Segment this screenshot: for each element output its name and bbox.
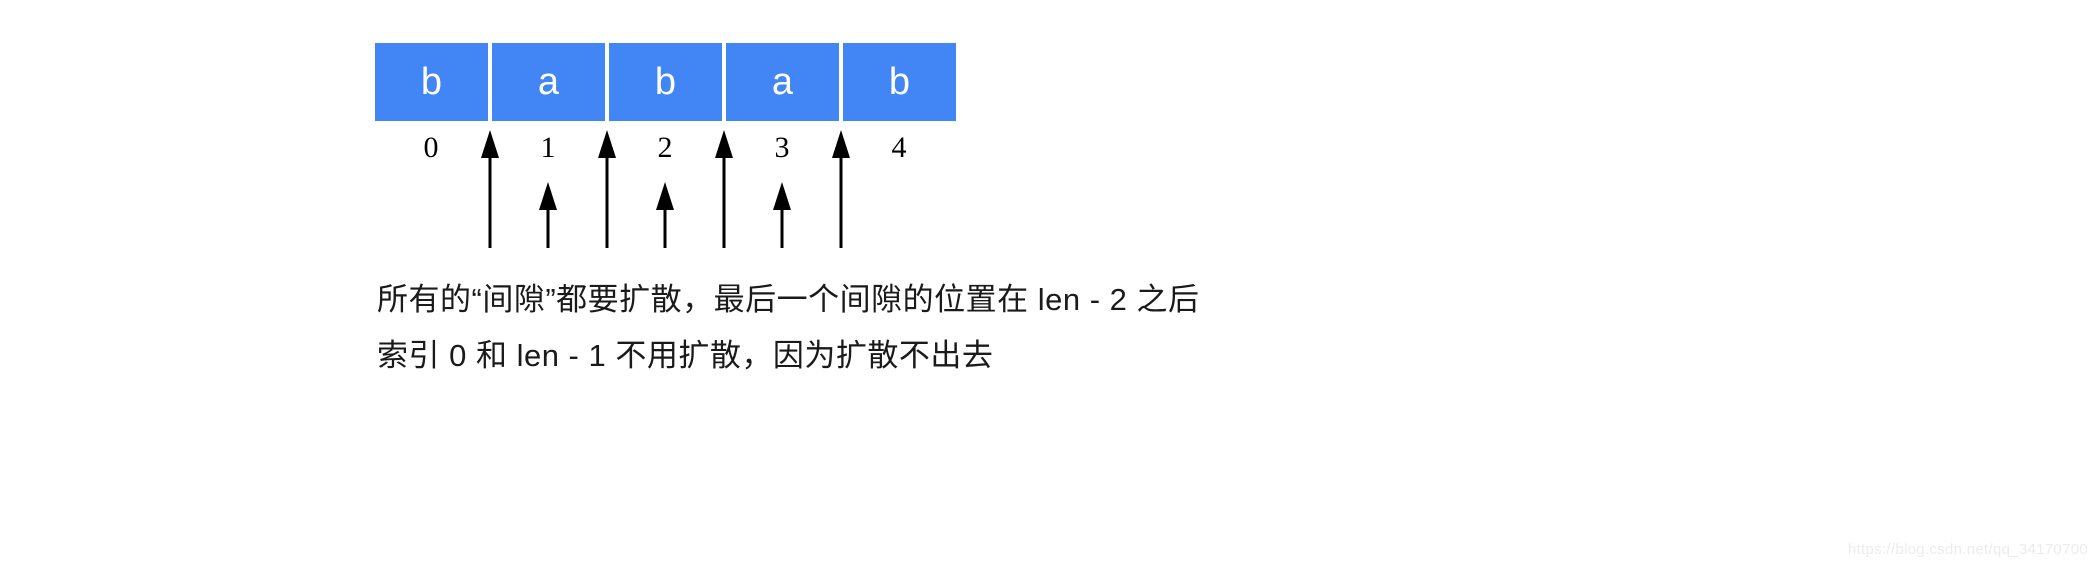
array-cell: a bbox=[492, 43, 605, 121]
array-cell-letter: a bbox=[537, 61, 560, 103]
index-label-3: 3 bbox=[774, 131, 790, 164]
array-cell-letter: b bbox=[654, 61, 677, 103]
array-strip: b a b a b bbox=[375, 43, 956, 121]
watermark: https://blog.csdn.net/qq_34170700 bbox=[1847, 541, 2088, 558]
array-cell-letter: b bbox=[888, 61, 911, 103]
array-cell: b bbox=[375, 43, 488, 121]
array-cell: b bbox=[609, 43, 722, 121]
array-cell: a bbox=[726, 43, 839, 121]
caption-line-2: 索引 0 和 len - 1 不用扩散，因为扩散不出去 bbox=[377, 338, 994, 373]
index-label-1: 1 bbox=[540, 131, 556, 164]
gap-arrow-up-center-1 bbox=[537, 182, 559, 248]
index-label-0: 0 bbox=[423, 131, 439, 164]
array-cell: b bbox=[843, 43, 956, 121]
array-cell-letter: b bbox=[420, 61, 443, 103]
gap-arrow-up-center-3 bbox=[771, 182, 793, 248]
gap-arrow-up-center-2 bbox=[654, 182, 676, 248]
index-label-4: 4 bbox=[891, 131, 907, 164]
gap-arrow-up-boundary-3-4 bbox=[830, 130, 852, 248]
gap-arrow-up-boundary-1-2 bbox=[596, 130, 618, 248]
gap-arrow-up-boundary-2-3 bbox=[713, 130, 735, 248]
caption-line-1: 所有的“间隙”都要扩散，最后一个间隙的位置在 len - 2 之后 bbox=[377, 282, 1200, 317]
array-cell-letter: a bbox=[771, 61, 794, 103]
caption-block: 所有的“间隙”都要扩散，最后一个间隙的位置在 len - 2 之后 索引 0 和… bbox=[377, 272, 1477, 384]
index-label-row: 0 1 2 3 4 bbox=[375, 128, 954, 168]
gap-arrow-up-boundary-0-1 bbox=[479, 130, 501, 248]
index-label-2: 2 bbox=[657, 131, 673, 164]
